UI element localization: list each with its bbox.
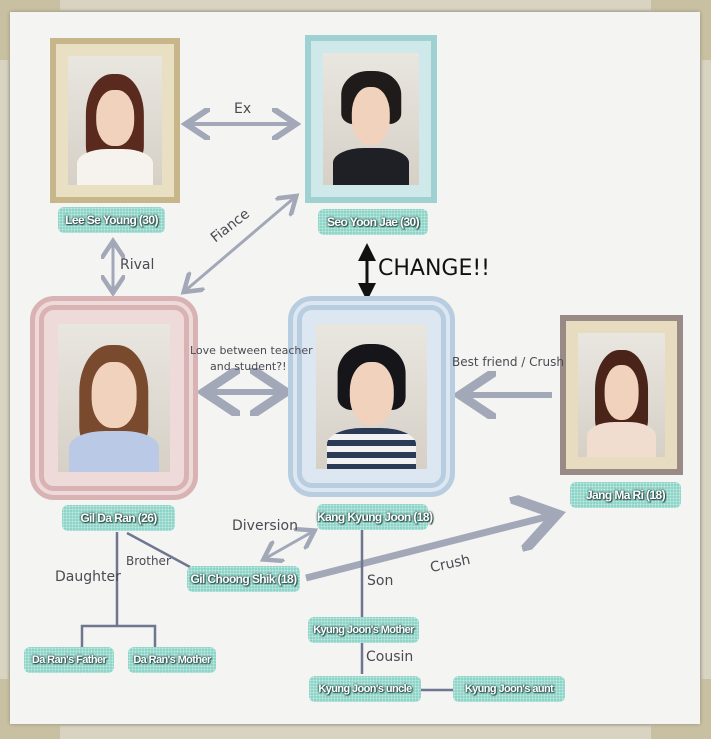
label-love-line2: and student?!	[210, 360, 287, 373]
label-ex: Ex	[234, 101, 252, 117]
label-brother: Brother	[126, 554, 171, 568]
name-tag-gil-da-ran: Gil Da Ran (26)	[62, 505, 175, 531]
name-tag-kyung-joon-uncle: Kyung Joon's uncle	[309, 676, 421, 702]
portrait-seo-yoon-jae[interactable]	[305, 35, 437, 203]
diversion-arrow	[266, 532, 312, 558]
portrait-jang-ma-ri[interactable]	[560, 315, 683, 475]
name-tag-kyung-joon-mother: Kyung Joon's Mother	[308, 617, 419, 643]
label-rival: Rival	[120, 257, 155, 273]
brother-line	[126, 531, 191, 569]
name-tag-kyung-joon-aunt: Kyung Joon's aunt	[453, 676, 565, 702]
label-diversion: Diversion	[232, 518, 298, 534]
label-son: Son	[367, 573, 394, 589]
label-best-friend-crush: Best friend / Crush	[452, 355, 564, 369]
photo	[578, 333, 665, 457]
crush-arrow	[305, 516, 550, 582]
name-tag-jang-ma-ri: Jang Ma Ri (18)	[570, 482, 681, 508]
photo	[323, 53, 419, 185]
name-tag-lee-se-young: Lee Se Young (30)	[58, 207, 165, 233]
photo	[68, 56, 162, 185]
label-change: CHANGE!!	[378, 256, 490, 281]
name-tag-kang-kyung-joon: Kang Kyung Joon (18)	[317, 504, 433, 530]
portrait-gil-da-ran[interactable]	[30, 296, 198, 500]
portrait-kang-kyung-joon[interactable]	[288, 296, 455, 497]
daughter-line	[80, 532, 157, 650]
name-tag-gil-choong-shik: Gil Choong Shik (18)	[187, 566, 300, 592]
photo	[58, 324, 170, 472]
label-love-line1: Love between teacher	[190, 344, 313, 357]
label-cousin: Cousin	[366, 649, 414, 665]
photo	[316, 324, 427, 469]
name-tag-da-ran-father: Da Ran's Father	[24, 647, 114, 673]
label-daughter: Daughter	[55, 569, 121, 585]
fiance-arrow	[186, 198, 294, 290]
name-tag-da-ran-mother: Da Ran's Mother	[128, 647, 216, 673]
portrait-lee-se-young[interactable]	[50, 38, 180, 203]
name-tag-seo-yoon-jae: Seo Yoon Jae (30)	[318, 209, 428, 235]
